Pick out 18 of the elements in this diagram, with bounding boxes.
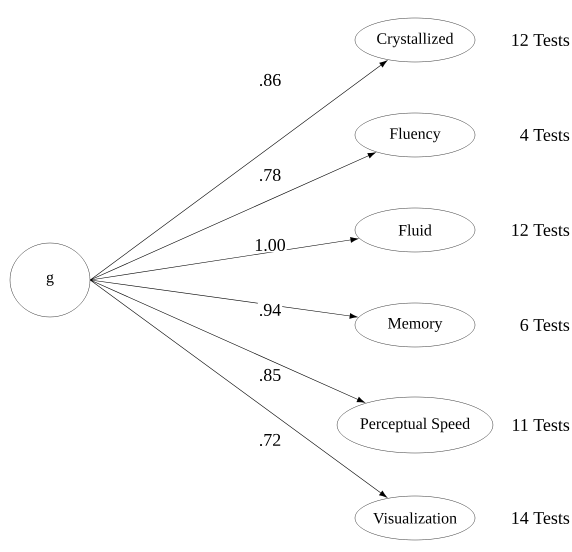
arrow (90, 280, 365, 403)
test-count: 12 Tests (512, 224, 570, 236)
test-count: 11 Tests (513, 418, 570, 431)
edge-label: .94 (258, 302, 282, 318)
arrow (90, 237, 358, 280)
edge-label: .72 (258, 432, 282, 448)
test-count: 6 Tests (520, 318, 570, 332)
edge-label: 1.00 (253, 238, 287, 252)
test-count: 4 Tests (520, 129, 570, 141)
edge-label: .86 (258, 72, 282, 88)
test-count: 12 Tests (512, 34, 570, 46)
test-count: 14 Tests (512, 512, 570, 524)
arrow (90, 152, 376, 280)
arrow (90, 280, 358, 319)
arrow (90, 280, 388, 498)
arrow (90, 60, 388, 280)
edge-label: .85 (258, 368, 282, 382)
edge-label: .78 (258, 168, 282, 182)
